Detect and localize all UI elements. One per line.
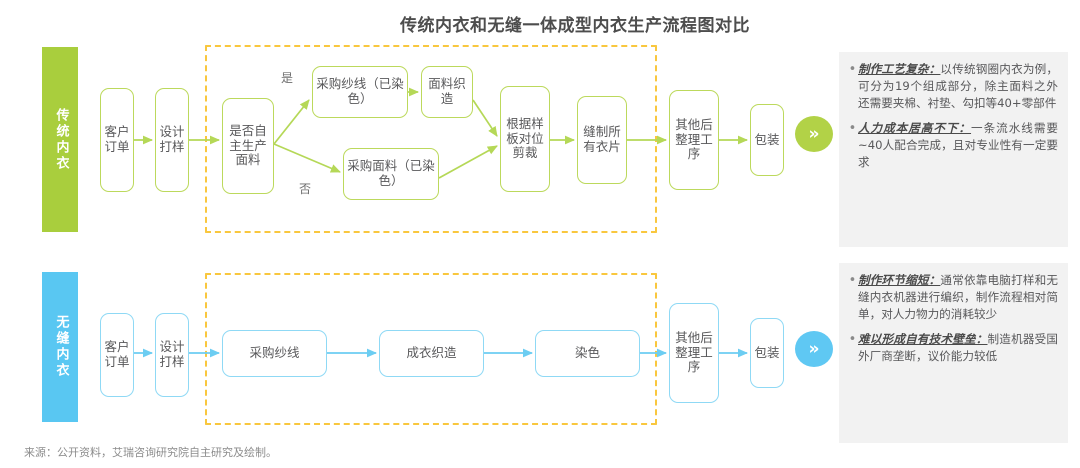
node-label: 其他后整理工序 <box>675 329 713 375</box>
node-seamless-finish[interactable]: 其他后整理工序 <box>669 303 719 403</box>
node-label: 包装 <box>754 344 780 360</box>
node-traditional-order[interactable]: 客户订单 <box>100 88 134 192</box>
bullet-lead: 人力成本居高不下： <box>858 121 972 136</box>
node-label: 成衣织造 <box>406 345 457 361</box>
bullet-text: 人力成本居高不下：一条流水线需要~40人配合完成，且对专业性有一定要求 <box>858 120 1058 170</box>
bullet-item: • 制作环节缩短：通常依靠电脑打样和无缝内衣机器进行编织，制作流程相对简单，对人… <box>847 272 1058 322</box>
branch-label-yes: 是 <box>281 71 294 85</box>
bullet-lead: 难以形成自有技术壁垒： <box>858 332 988 347</box>
bullet-body: 以传统钢圈内衣为例，可分为19个组成部分，除主面料之外还需要夹棉、衬垫、勾扣等4… <box>858 62 1058 110</box>
node-traditional-sew[interactable]: 缝制所有衣片 <box>577 96 627 184</box>
badge-chevron-traditional[interactable]: » <box>795 116 833 152</box>
sidebar-label-seamless: 无缝内衣 <box>42 272 78 422</box>
dashed-group-traditional <box>205 45 657 233</box>
info-panel-traditional: • 制作工艺复杂：以传统钢圈内衣为例，可分为19个组成部分，除主面料之外还需要夹… <box>839 52 1068 247</box>
bullet-item: • 人力成本居高不下：一条流水线需要~40人配合完成，且对专业性有一定要求 <box>847 120 1058 170</box>
node-label: 染色 <box>574 345 600 361</box>
dashed-group-seamless <box>205 273 657 425</box>
page-title: 传统内衣和无缝一体成型内衣生产流程图对比 <box>0 11 1080 36</box>
bullet-text: 难以形成自有技术壁垒：制造机器受国外厂商垄断，议价能力较低 <box>858 331 1058 365</box>
bullet-body: 通常依靠电脑打样和无缝内衣机器进行编织，制作流程相对简单，对人力物力的消耗较少 <box>858 273 1058 321</box>
bullet-dot-icon: • <box>848 273 857 288</box>
node-label: 包装 <box>754 131 780 147</box>
bullet-lead: 制作工艺复杂： <box>858 62 941 76</box>
node-label: 根据样板对位剪裁 <box>506 115 544 161</box>
clipped-header-text <box>40 0 460 9</box>
node-label: 设计打样 <box>159 339 185 369</box>
bullet-lead: 制作环节缩短： <box>858 273 941 287</box>
source-note: 来源：公开资料，艾瑞咨询研究院自主研究及绘制。 <box>24 446 277 459</box>
bullet-dot-icon: • <box>848 62 857 77</box>
node-seamless-buy-yarn[interactable]: 采购纱线 <box>222 330 327 377</box>
node-traditional-buy-fabric[interactable]: 采购面料（已染色） <box>343 148 439 200</box>
node-label: 采购纱线 <box>249 345 300 361</box>
node-label: 缝制所有衣片 <box>583 124 621 154</box>
bullet-dot-icon: • <box>848 121 857 137</box>
node-label: 采购面料（已染色） <box>347 158 435 188</box>
node-seamless-design[interactable]: 设计打样 <box>155 313 189 397</box>
page-title-text: 传统内衣和无缝一体成型内衣生产流程图对比 <box>400 16 750 36</box>
node-seamless-pack[interactable]: 包装 <box>750 318 784 388</box>
node-seamless-dye[interactable]: 染色 <box>535 330 640 377</box>
node-traditional-cut[interactable]: 根据样板对位剪裁 <box>500 86 550 192</box>
node-traditional-decision[interactable]: 是否自主生产面料 <box>222 98 274 194</box>
node-label: 面料织造 <box>428 76 466 106</box>
bullet-item: • 制作工艺复杂：以传统钢圈内衣为例，可分为19个组成部分，除主面料之外还需要夹… <box>847 61 1058 111</box>
node-label: 客户订单 <box>104 124 130 154</box>
node-label: 客户订单 <box>104 339 130 369</box>
bullet-item: • 难以形成自有技术壁垒：制造机器受国外厂商垄断，议价能力较低 <box>847 331 1058 365</box>
bullet-text: 制作工艺复杂：以传统钢圈内衣为例，可分为19个组成部分，除主面料之外还需要夹棉、… <box>858 61 1058 111</box>
node-traditional-buy-yarn[interactable]: 采购纱线（已染色） <box>312 66 408 118</box>
sidebar-label-traditional: 传统内衣 <box>42 47 78 232</box>
branch-label-no: 否 <box>299 182 312 196</box>
node-seamless-order[interactable]: 客户订单 <box>100 313 134 397</box>
bullet-body: 一条流水线需要~40人配合完成，且对专业性有一定要求 <box>858 121 1058 169</box>
node-traditional-finish[interactable]: 其他后整理工序 <box>669 90 719 190</box>
node-label: 设计打样 <box>159 124 185 154</box>
badge-chevron-seamless[interactable]: » <box>795 331 833 367</box>
node-traditional-design[interactable]: 设计打样 <box>155 88 189 192</box>
node-traditional-pack[interactable]: 包装 <box>750 104 784 176</box>
bullet-text: 制作环节缩短：通常依靠电脑打样和无缝内衣机器进行编织，制作流程相对简单，对人力物… <box>858 272 1058 322</box>
node-seamless-knit[interactable]: 成衣织造 <box>379 330 484 377</box>
node-label: 是否自主生产面料 <box>229 122 267 168</box>
info-panel-seamless: • 制作环节缩短：通常依靠电脑打样和无缝内衣机器进行编织，制作流程相对简单，对人… <box>839 263 1068 443</box>
node-label: 采购纱线（已染色） <box>316 76 404 106</box>
node-traditional-weave-fabric[interactable]: 面料织造 <box>421 66 473 118</box>
bullet-dot-icon: • <box>848 332 857 348</box>
node-label: 其他后整理工序 <box>675 116 713 162</box>
bullet-body: 制造机器受国外厂商垄断，议价能力较低 <box>858 332 1058 364</box>
